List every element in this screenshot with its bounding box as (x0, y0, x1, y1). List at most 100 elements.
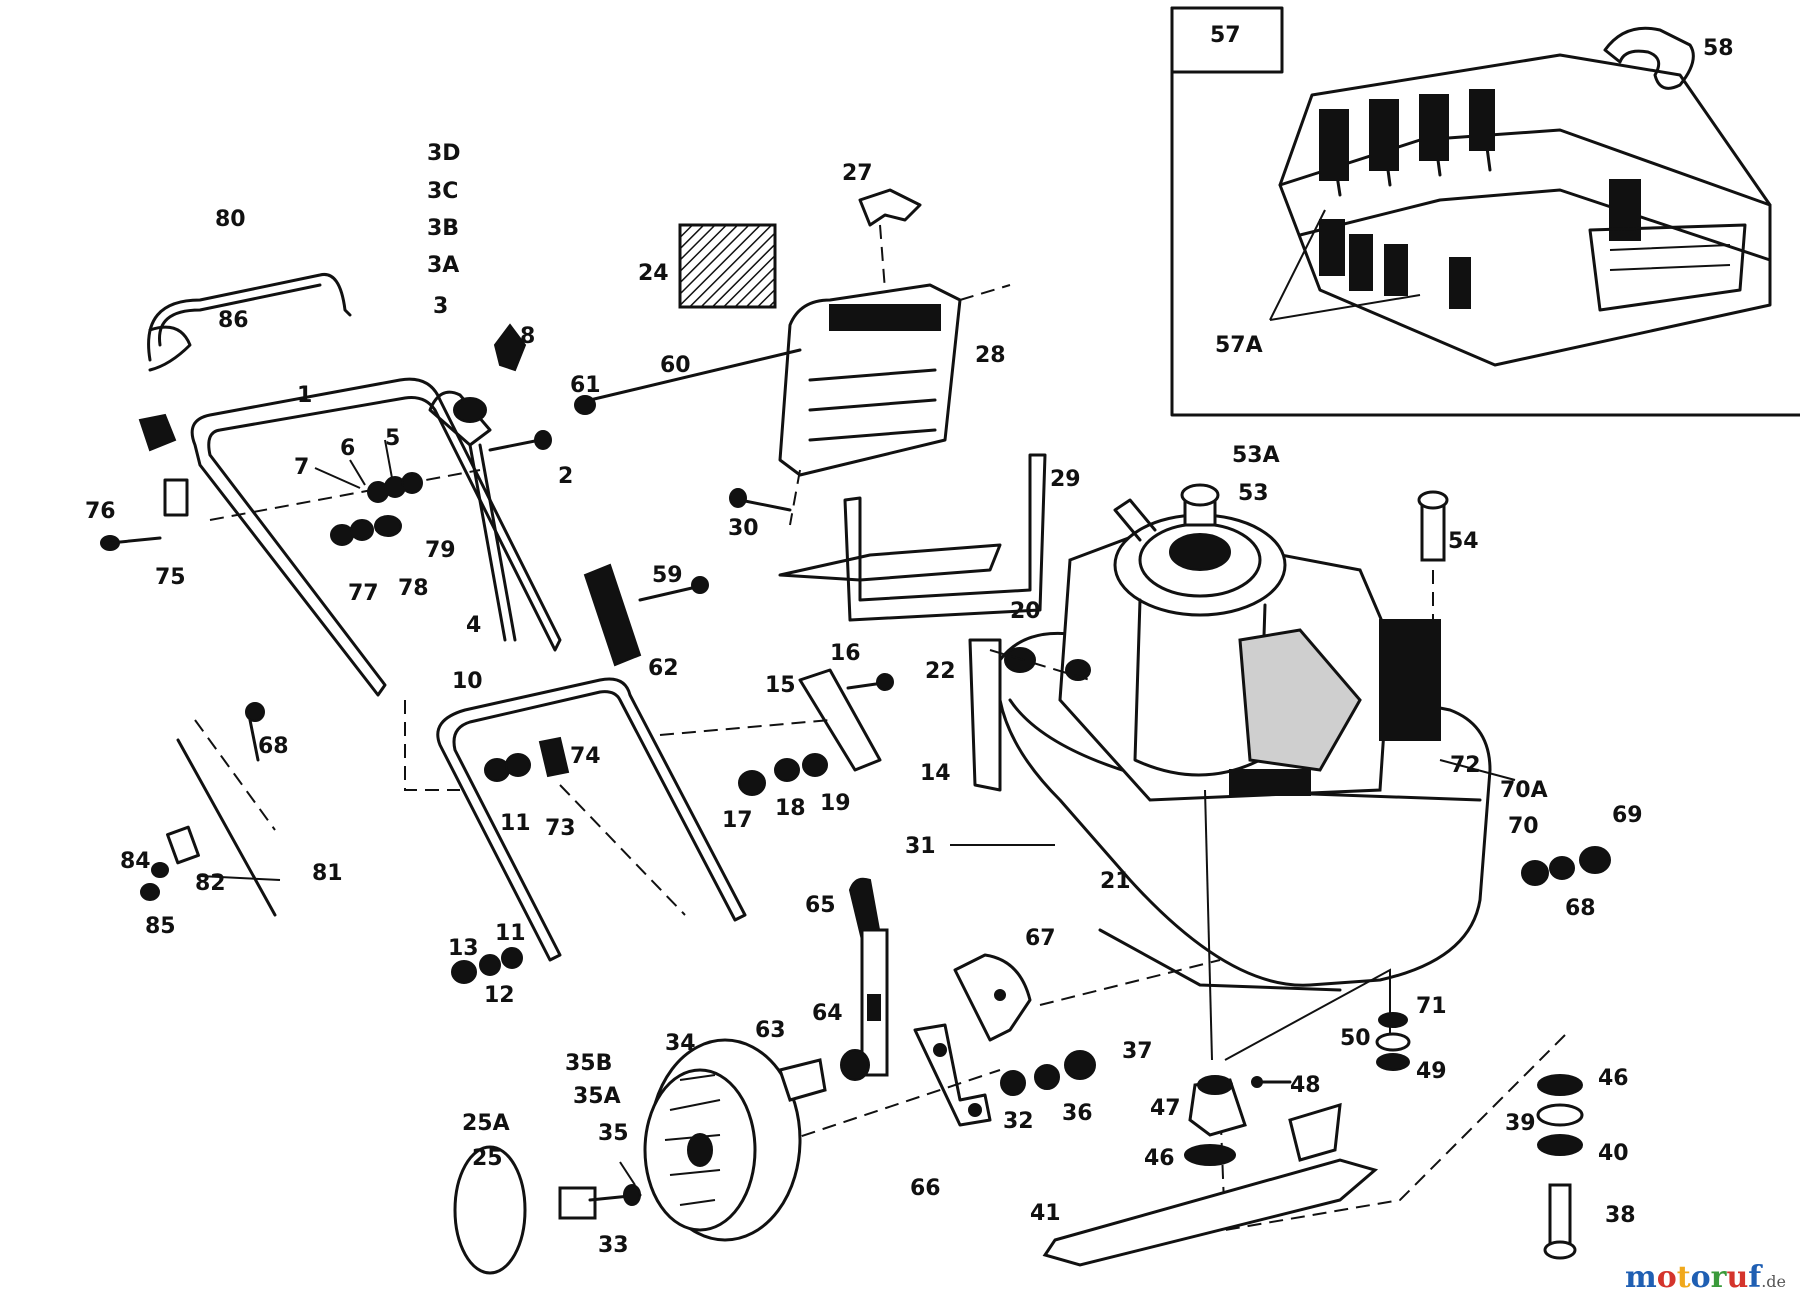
label-17: 17 (722, 808, 753, 833)
label-35B: 35B (565, 1051, 612, 1076)
label-10: 10 (452, 669, 483, 694)
label-24: 24 (638, 261, 669, 286)
label-28: 28 (975, 343, 1006, 368)
label-35: 35 (598, 1121, 629, 1146)
washers-71-50-49 (1375, 1012, 1411, 1071)
knob-62 (583, 563, 709, 667)
watermark-text: motoruf (1625, 1260, 1762, 1295)
label-3C: 3C (427, 179, 458, 204)
label-11a: 11 (500, 811, 531, 836)
label-27: 27 (842, 161, 873, 186)
label-21: 21 (1100, 869, 1131, 894)
label-75: 75 (155, 565, 186, 590)
label-63: 63 (755, 1018, 786, 1043)
label-25A: 25A (462, 1111, 510, 1136)
label-70A: 70A (1500, 778, 1548, 803)
bolt-2 (488, 430, 552, 452)
wheel-34 (643, 1038, 802, 1242)
label-8: 8 (520, 324, 535, 349)
washers-32-36-37 (1000, 1050, 1096, 1096)
washers-5-6-7 (367, 472, 423, 503)
label-54: 54 (1448, 529, 1479, 554)
label-81: 81 (312, 861, 343, 886)
bolt-20-22 (989, 647, 1091, 681)
label-72: 72 (1450, 753, 1481, 778)
label-18: 18 (775, 796, 806, 821)
label-12: 12 (484, 983, 515, 1008)
label-20: 20 (1010, 599, 1041, 624)
label-4: 4 (466, 613, 481, 638)
bolt-30 (729, 469, 801, 526)
label-59: 59 (652, 563, 683, 588)
washers-13-12-11 (451, 947, 523, 984)
label-73: 73 (545, 816, 576, 841)
label-68: 68 (258, 734, 289, 759)
label-67: 67 (1025, 926, 1056, 951)
ring-25 (453, 1145, 527, 1275)
label-40: 40 (1598, 1141, 1629, 1166)
label-74: 74 (570, 744, 601, 769)
label-84: 84 (120, 849, 151, 874)
bolt-stack-38-39-40-46 (1536, 1074, 1584, 1260)
label-13: 13 (448, 936, 479, 961)
bracket-29 (778, 453, 1047, 622)
label-31: 31 (905, 834, 936, 859)
label-50: 50 (1340, 1026, 1371, 1051)
engine-53 (1058, 483, 1441, 802)
label-71: 71 (1416, 994, 1447, 1019)
label-11b: 11 (495, 921, 526, 946)
upper-handle (190, 377, 562, 697)
plate-66 (913, 1023, 992, 1127)
inset-panel: 57 58 57A (1170, 6, 1800, 417)
label-32: 32 (1003, 1109, 1034, 1134)
leader-lines (199, 439, 1516, 1186)
clamp-8 (493, 323, 527, 372)
label-49: 49 (1416, 1059, 1447, 1084)
catcher-handle (1603, 26, 1695, 90)
grass-catcher (1269, 53, 1772, 367)
label-16: 16 (830, 641, 861, 666)
label-46a: 46 (1144, 1146, 1175, 1171)
handle-bar-80 (147, 272, 352, 372)
label-66: 66 (910, 1176, 941, 1201)
label-57A: 57A (1215, 333, 1263, 358)
label-35A: 35A (573, 1084, 621, 1109)
label-64: 64 (812, 1001, 843, 1026)
washers-11-73-74 (484, 736, 570, 782)
label-47: 47 (1150, 1096, 1181, 1121)
label-36: 36 (1062, 1101, 1093, 1126)
label-61: 61 (570, 373, 601, 398)
part-labels: 3D 3C 3B 3A 3 80 86 1 8 6 5 7 2 76 75 77… (85, 141, 1643, 1258)
knob-76-75 (100, 413, 189, 551)
label-30: 30 (728, 516, 759, 541)
label-48: 48 (1290, 1073, 1321, 1098)
label-70: 70 (1508, 814, 1539, 839)
label-85: 85 (145, 914, 176, 939)
label-86: 86 (218, 308, 249, 333)
label-79: 79 (425, 538, 456, 563)
label-3B: 3B (427, 216, 459, 241)
cable-81 (140, 702, 277, 917)
label-46b: 46 (1598, 1066, 1629, 1091)
label-25: 25 (472, 1146, 503, 1171)
axle-bolt-33-35 (558, 1184, 642, 1220)
label-53A: 53A (1232, 443, 1280, 468)
label-60: 60 (660, 353, 691, 378)
label-65: 65 (805, 893, 836, 918)
label-plate-24 (678, 223, 777, 309)
label-38: 38 (1605, 1203, 1636, 1228)
axle-63-64 (778, 1049, 870, 1102)
label-34: 34 (665, 1031, 696, 1056)
clip-27 (858, 188, 922, 291)
label-33: 33 (598, 1233, 629, 1258)
inset-box-label: 57 (1210, 23, 1241, 48)
height-adjuster-65 (848, 877, 889, 1077)
label-78: 78 (398, 576, 429, 601)
blade-adapter-47 (1188, 1075, 1292, 1137)
blade-41 (1042, 1102, 1379, 1267)
label-62: 62 (648, 656, 679, 681)
washers-68-69-70 (1521, 846, 1611, 886)
label-5: 5 (385, 426, 400, 451)
motoruf-watermark: motoruf.de (1625, 1260, 1786, 1295)
